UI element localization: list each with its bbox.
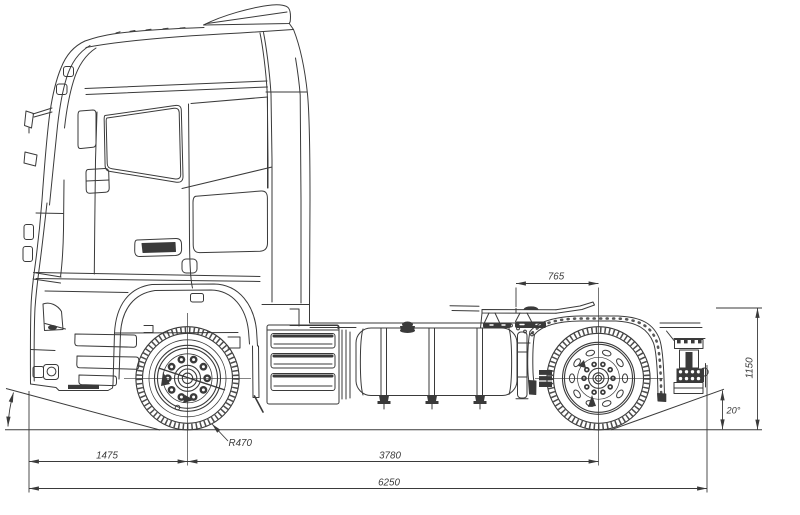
svg-text:1150: 1150 <box>745 357 756 379</box>
svg-text:R470: R470 <box>229 438 253 449</box>
svg-text:20°: 20° <box>726 406 741 416</box>
svg-text:1475: 1475 <box>96 451 118 462</box>
svg-text:765: 765 <box>548 272 565 283</box>
svg-text:6250: 6250 <box>378 478 400 489</box>
svg-text:3780: 3780 <box>379 451 401 462</box>
